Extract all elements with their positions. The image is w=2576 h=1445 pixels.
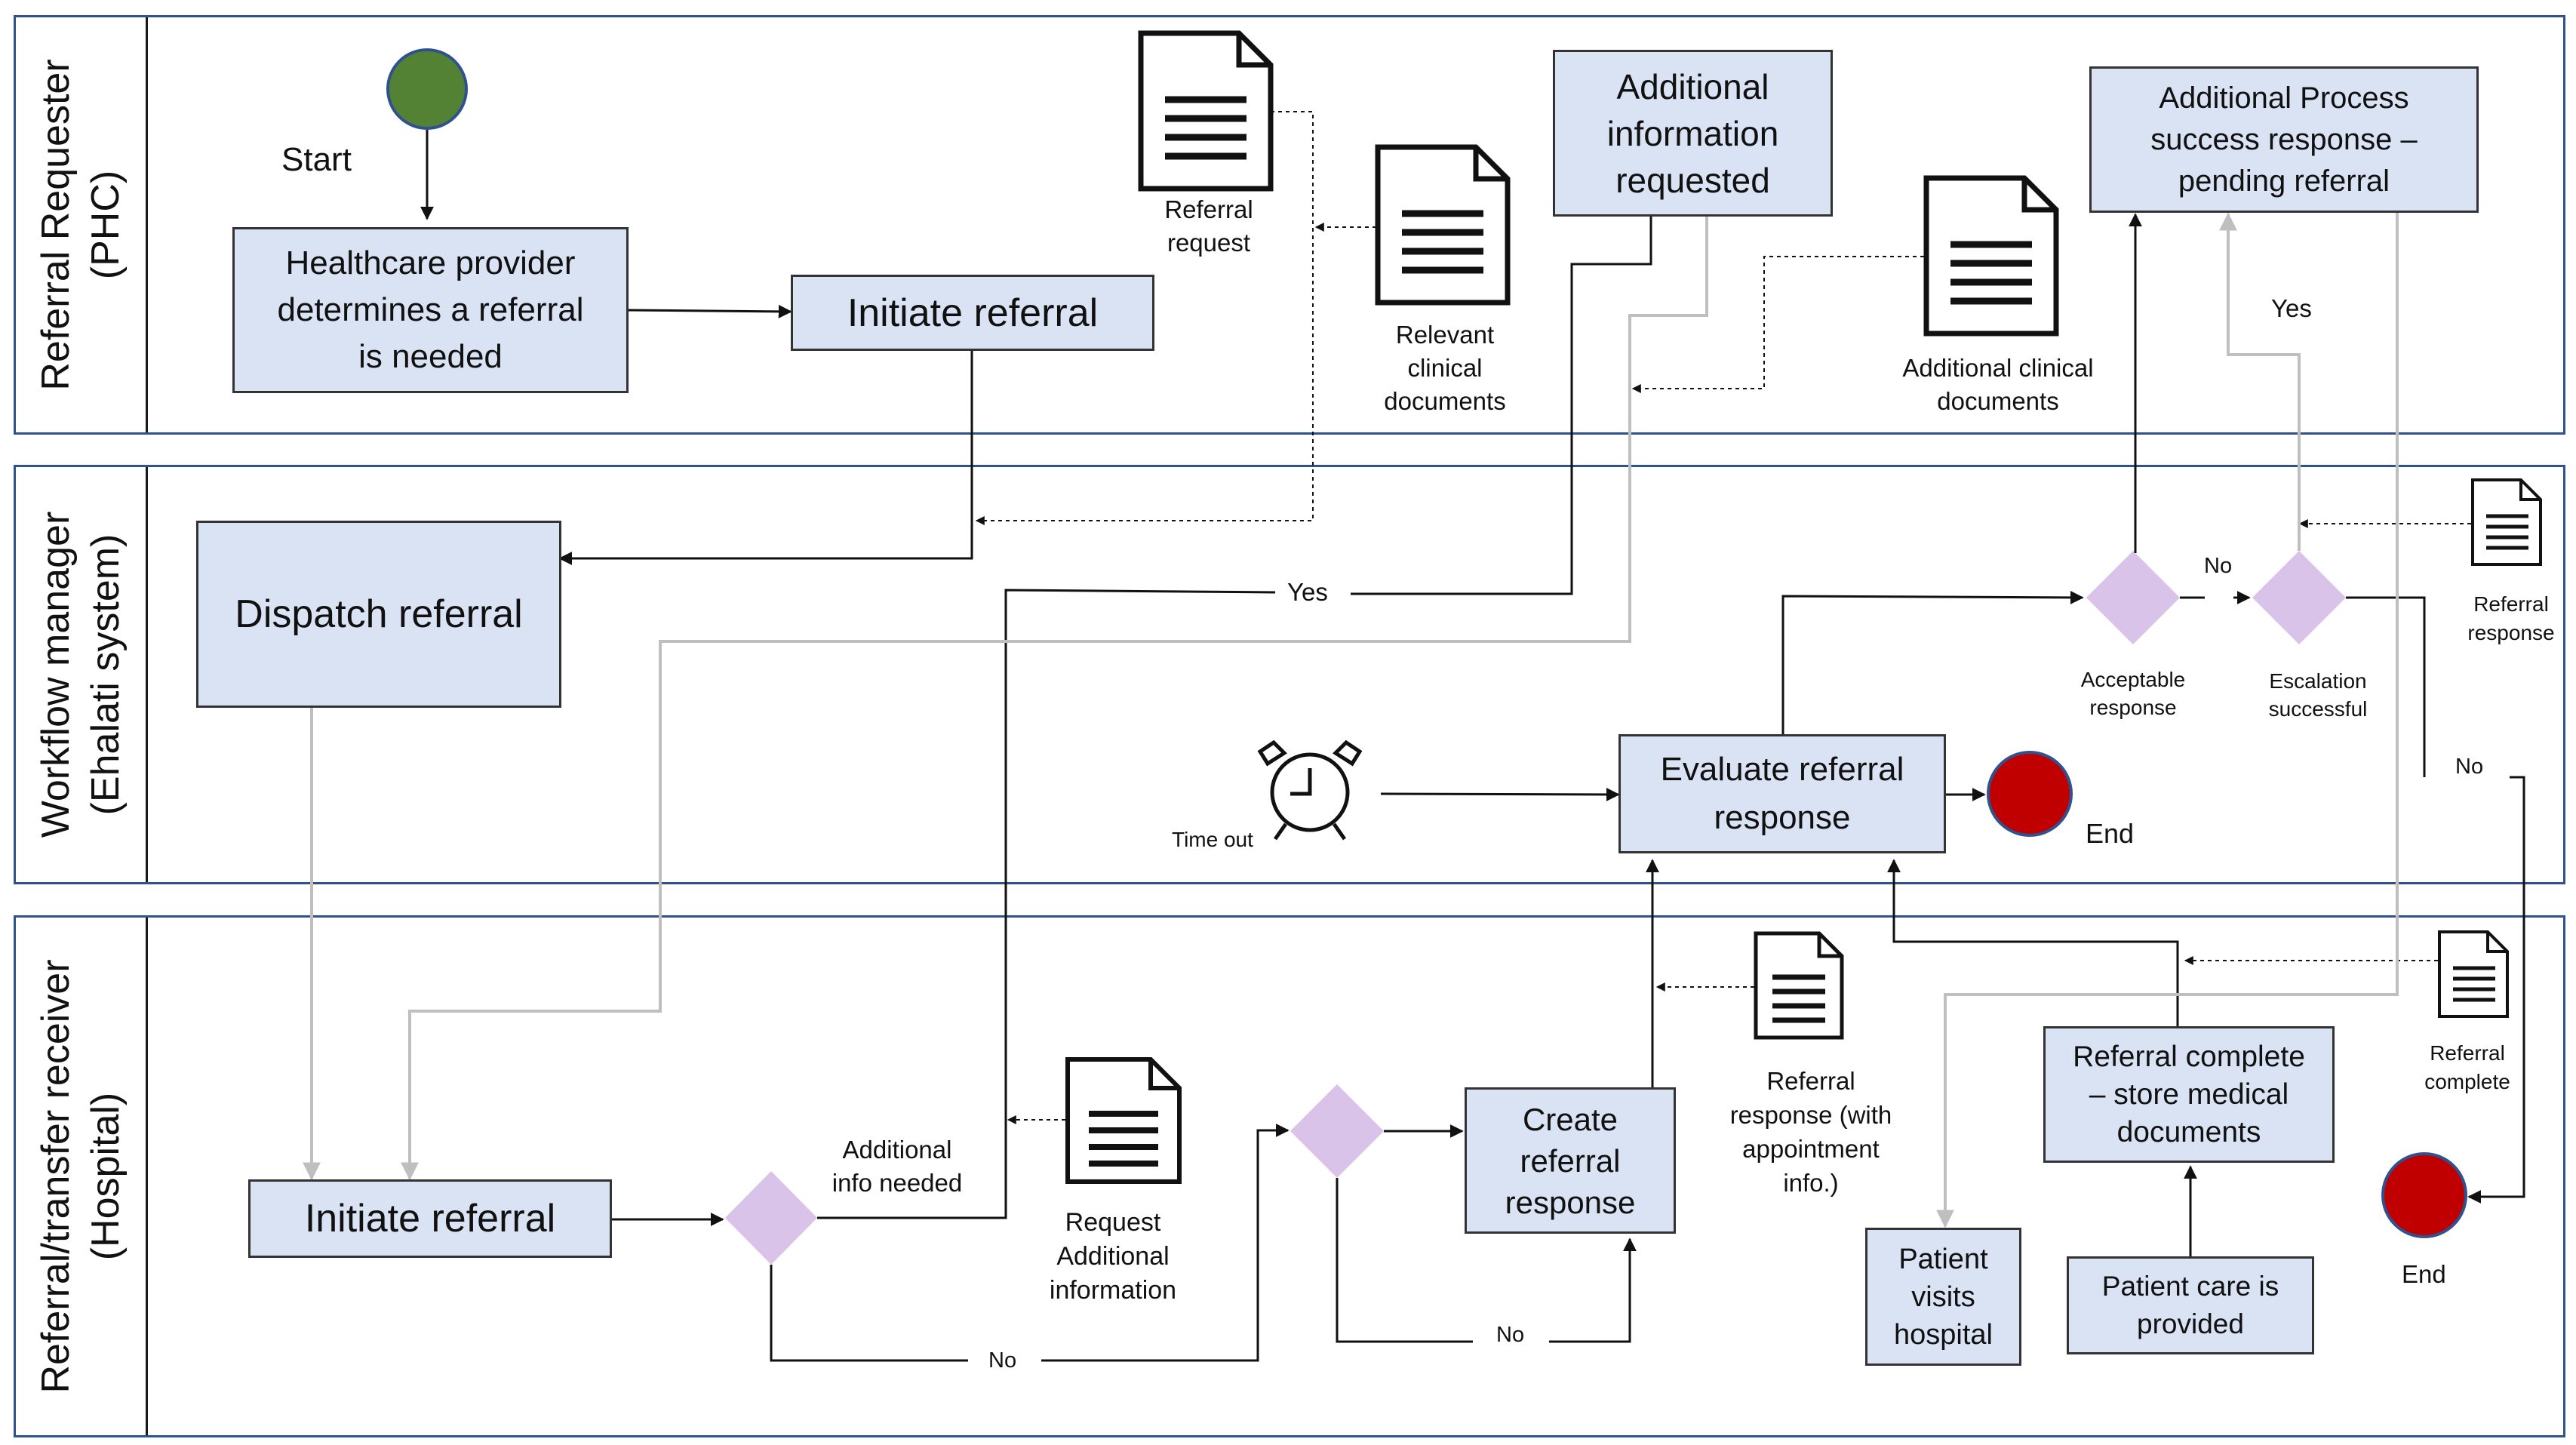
end-label: End <box>2086 818 2135 849</box>
no-label: No <box>988 1348 1017 1373</box>
no-label: No <box>2455 755 2484 779</box>
referral-response-document-icon <box>2471 478 2542 566</box>
task-initiate-referral-receiver: Initiate referral <box>248 1179 612 1258</box>
task-dispatch-referral: Dispatch referral <box>196 521 561 708</box>
additional-info-gateway <box>725 1171 817 1265</box>
task-initiate-referral-requester: Initiate referral <box>791 275 1154 351</box>
escalation-successful-gateway <box>2252 551 2346 644</box>
referral-complete-document-icon <box>2438 930 2509 1018</box>
lane-header: Referral/transfer receiver(Hospital) <box>16 918 148 1435</box>
yes-label: Yes <box>2271 294 2312 322</box>
relevant-clinical-documents-icon <box>1375 144 1511 306</box>
request-additional-information-document-icon <box>1065 1057 1182 1184</box>
no-label: No <box>2204 554 2233 578</box>
lane-header: Referral Requester(PHC) <box>16 17 148 432</box>
yes-label: Yes <box>1283 578 1333 607</box>
referral-request-document-icon <box>1138 30 1274 192</box>
end-event <box>1987 751 2073 837</box>
end-label: End <box>2402 1260 2446 1288</box>
lane-referral-requester: Referral Requester(PHC) <box>14 15 2565 435</box>
end-event <box>2381 1152 2467 1238</box>
alarm-clock-icon <box>1257 739 1363 841</box>
timeout-label: Time out <box>1172 828 1253 851</box>
start-event <box>386 48 468 130</box>
lane-header: Workflow manager(Ehalati system) <box>16 467 148 882</box>
no-label: No <box>1496 1323 1525 1347</box>
create-response-gateway <box>1290 1084 1384 1178</box>
lane-referral-receiver: Referral/transfer receiver(Hospital) <box>14 915 2565 1437</box>
additional-clinical-documents-icon <box>1923 175 2059 337</box>
acceptable-response-gateway <box>2086 551 2180 644</box>
start-label: Start <box>281 141 352 178</box>
referral-response-appointment-document-icon <box>1754 931 1844 1040</box>
lane-workflow-manager: Workflow manager(Ehalati system) <box>14 465 2565 884</box>
